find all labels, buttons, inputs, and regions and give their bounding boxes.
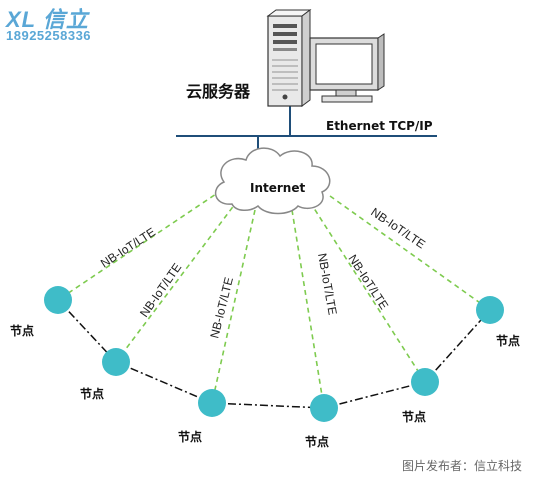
chain-segment [424,309,491,383]
cloud-icon [214,147,331,215]
wireless-link-6 [329,195,491,311]
wireless-link-3 [211,209,256,404]
node-circle [44,286,72,314]
node-circle [476,296,504,324]
node-label-4: 节点 [305,434,329,449]
chain-segment [115,361,213,404]
link-label-1: NB-IoT/LTE [98,225,158,271]
chain-segment [323,381,426,409]
link-label-4: NB-IoT/LTE [315,252,340,316]
wireless-link-1 [57,189,223,301]
wireless-link-2 [115,199,239,363]
node-circle [411,368,439,396]
node-chain [57,299,491,409]
node-circle [310,394,338,422]
server-label: 云服务器 [186,82,251,101]
node-label-3: 节点 [178,429,202,444]
watermark-phone: 18925258336 [6,28,92,43]
link-label-3: NB-IoT/LTE [207,276,236,340]
backbone-label: Ethernet TCP/IP [326,119,433,133]
wireless-link-4 [291,209,325,409]
internet-label: Internet [250,181,305,195]
node-circle [102,348,130,376]
chain-segment [211,402,325,409]
node-label-6: 节点 [496,333,520,348]
link-label-5: NB-IoT/LTE [345,252,391,312]
node-label-1: 节点 [10,323,34,338]
publisher-credit: 图片发布者：信立科技 [402,458,522,473]
chain-segment [57,299,117,363]
node-label-5: 节点 [402,409,426,424]
wireless-links [57,189,491,409]
node-label-2: 节点 [80,386,104,401]
server-computer-icon [266,9,385,107]
link-label-2: NB-IoT/LTE [137,261,184,320]
node-circle [198,389,226,417]
watermark-logo: XL 信立 [6,7,89,32]
nodes [44,286,504,422]
